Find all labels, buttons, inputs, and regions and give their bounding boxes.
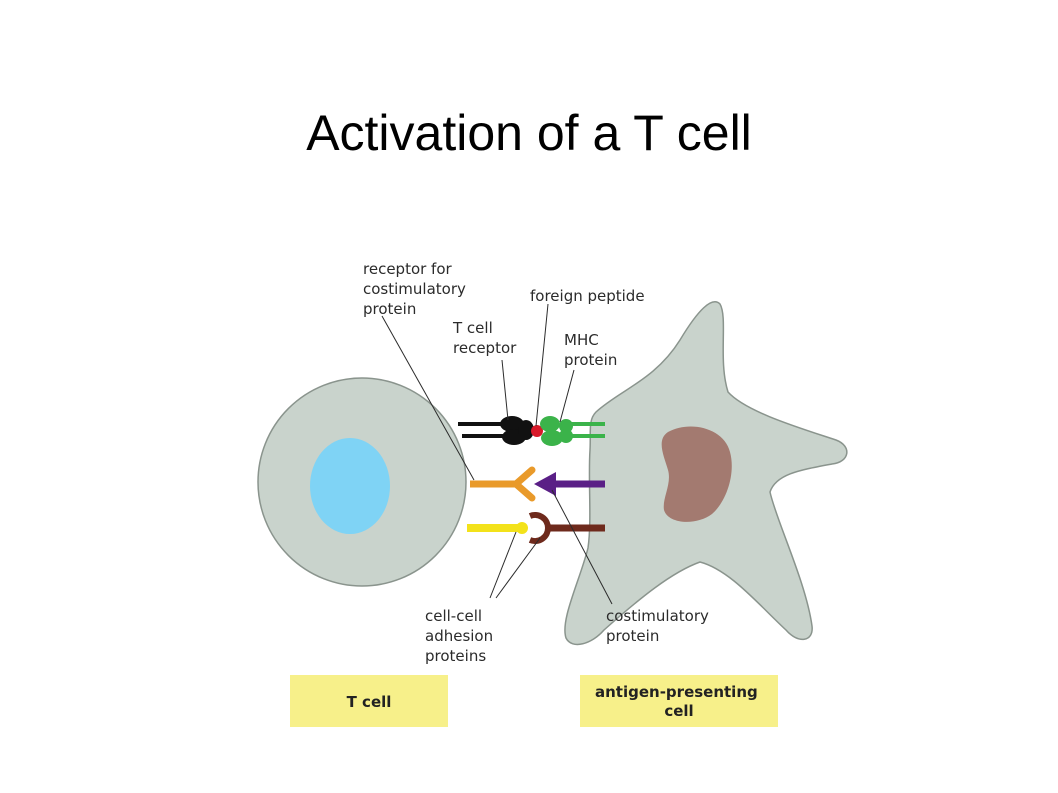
slide-title: Activation of a T cell: [306, 105, 752, 161]
caption-box-apc: [580, 675, 778, 727]
caption-t-cell: T cell: [347, 693, 392, 711]
adhesion-yellow-knob: [516, 522, 528, 534]
t-cell-nucleus: [310, 438, 390, 534]
mhc-domain-a: [540, 416, 560, 432]
leader-adhesion-2: [495, 537, 541, 599]
mhc-domain-c: [559, 419, 573, 433]
label-adhesion: cell-cell adhesion proteins: [425, 607, 498, 665]
label-costim: costimulatory protein: [606, 607, 714, 645]
leader-receptor-costim: [381, 315, 475, 481]
tcr-domain-a: [500, 416, 524, 432]
leader-adhesion-1: [489, 531, 517, 599]
tcr-domain-c: [518, 420, 534, 440]
leader-peptide: [535, 303, 549, 427]
leader-tcr: [501, 359, 509, 421]
adhesion-brown-cup: [528, 512, 551, 544]
leader-lines: [381, 303, 613, 605]
foreign-peptide-dot: [531, 425, 543, 437]
costim-receptor-fork: [512, 466, 536, 502]
costim-protein-head: [534, 472, 556, 496]
mhc-domain-d: [559, 429, 573, 443]
label-mhc: MHC protein: [564, 331, 617, 369]
label-foreign-peptide: foreign peptide: [530, 287, 645, 305]
apc-nucleus: [661, 426, 732, 522]
mhc-domain-b: [541, 430, 563, 446]
leader-mhc: [559, 369, 575, 423]
label-tcr: T cell receptor: [452, 319, 517, 357]
caption-box-t-cell: [290, 675, 448, 727]
leader-costim: [551, 489, 613, 605]
caption-apc: antigen-presenting cell: [595, 683, 763, 720]
label-receptor-costim: receptor for costimulatory protein: [363, 260, 471, 318]
